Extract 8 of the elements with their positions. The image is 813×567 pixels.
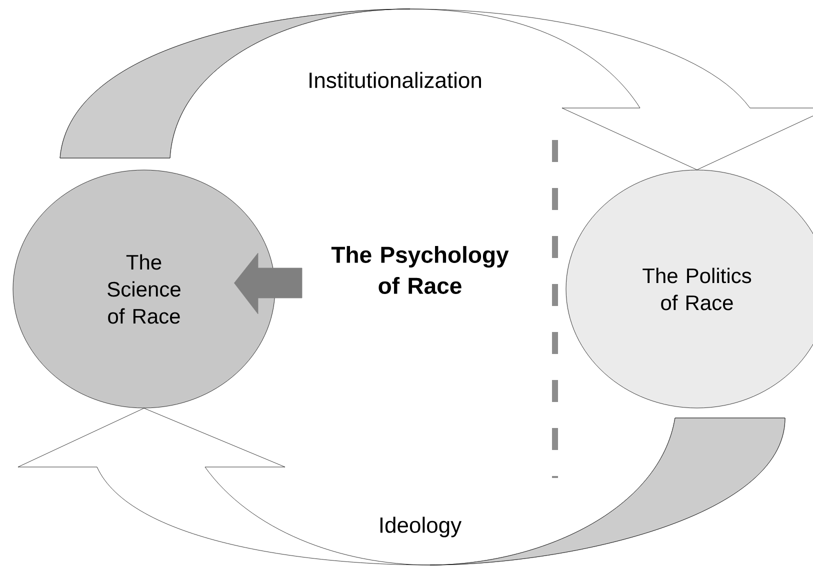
block-arrow: [234, 252, 302, 314]
circle-node: The Science of Race: [12, 170, 276, 408]
curved-arrow: [18, 408, 786, 566]
circle-node: The Politics of Race: [566, 170, 813, 408]
edge-label: Institutionalization: [310, 72, 481, 88]
bold-label: The Psychology of Race: [331, 246, 509, 294]
edge-label: Ideology: [380, 516, 462, 538]
curved-arrow: [60, 8, 813, 170]
